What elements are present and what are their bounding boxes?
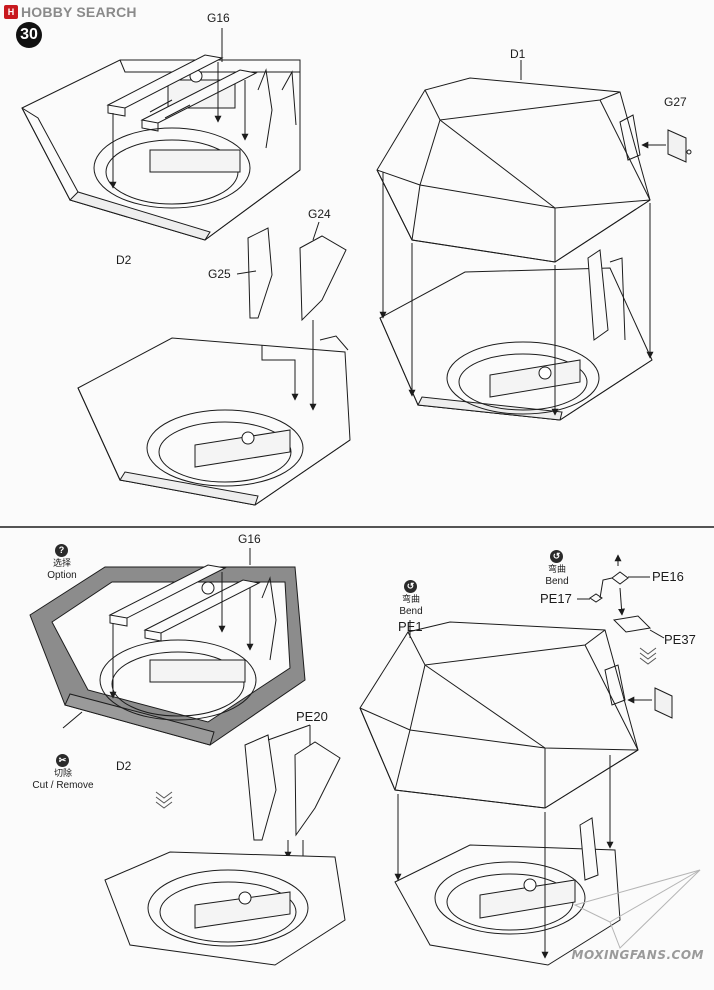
bend-right-en: Bend [545,576,569,587]
g27-part [667,129,692,163]
floor-plate-left [104,851,346,966]
cut-remove-caption: 切除 Cut / Remove [22,768,104,792]
brand-name: HOBBY SEARCH [21,4,137,20]
g25-part [247,227,273,319]
bend-left-zh: 弯曲 [401,595,420,605]
floor-plate-right [394,817,621,966]
step-number-badge: 30 [16,22,42,48]
option-caption: 选择 Option [34,558,90,582]
option-en: Option [47,570,77,581]
middle-hull [77,337,351,506]
label-d1: D1 [510,47,526,61]
bend-icon: ↺ [404,580,417,593]
label-d2-top: D2 [116,253,132,267]
g16-part-bottom [108,564,261,642]
label-g16-bottom: G16 [238,532,261,546]
top-right-hull [379,249,653,421]
top-left-hull [21,59,301,241]
pe1-cover [359,621,639,809]
bend-left-en: Bend [399,606,423,617]
d1-cover [376,77,651,263]
label-pe16: PE16 [652,569,684,584]
label-pe1: PE1 [398,619,423,634]
brand-mark: H [4,5,18,19]
label-g25: G25 [208,267,231,281]
bend-icon: ↺ [550,550,563,563]
cut-remove-en: Cut / Remove [32,780,94,791]
question-icon: ? [55,544,68,557]
label-g27: G27 [664,95,687,109]
cut-remove-zh: 切除 [53,769,72,779]
label-pe37: PE37 [664,632,696,647]
option-zh: 选择 [52,559,71,569]
watermark-text: MOXINGFANS.COM [571,948,704,962]
label-pe17: PE17 [540,591,572,606]
bend-caption-right: 弯曲 Bend [532,564,582,588]
bend-caption-left: 弯曲 Bend [386,594,436,618]
g24-part [299,235,347,322]
label-g16-top: G16 [207,11,230,25]
g16-part-top [106,54,258,132]
brand-logo: H HOBBY SEARCH [4,4,137,20]
label-d2-bottom: D2 [116,759,132,773]
bend-right-zh: 弯曲 [547,565,566,575]
pe16-pe17-parts [589,554,652,633]
pe-bracket-part [654,687,673,719]
cut-icon: ✂ [56,754,69,767]
label-pe20: PE20 [296,709,328,724]
paper-plane-watermark [573,869,701,949]
label-g24: G24 [308,207,331,221]
pe20-part [244,734,341,841]
bottom-left-hull [29,566,306,746]
down-arrow-chevron-left [155,791,173,809]
down-arrow-chevron-right [639,647,657,665]
